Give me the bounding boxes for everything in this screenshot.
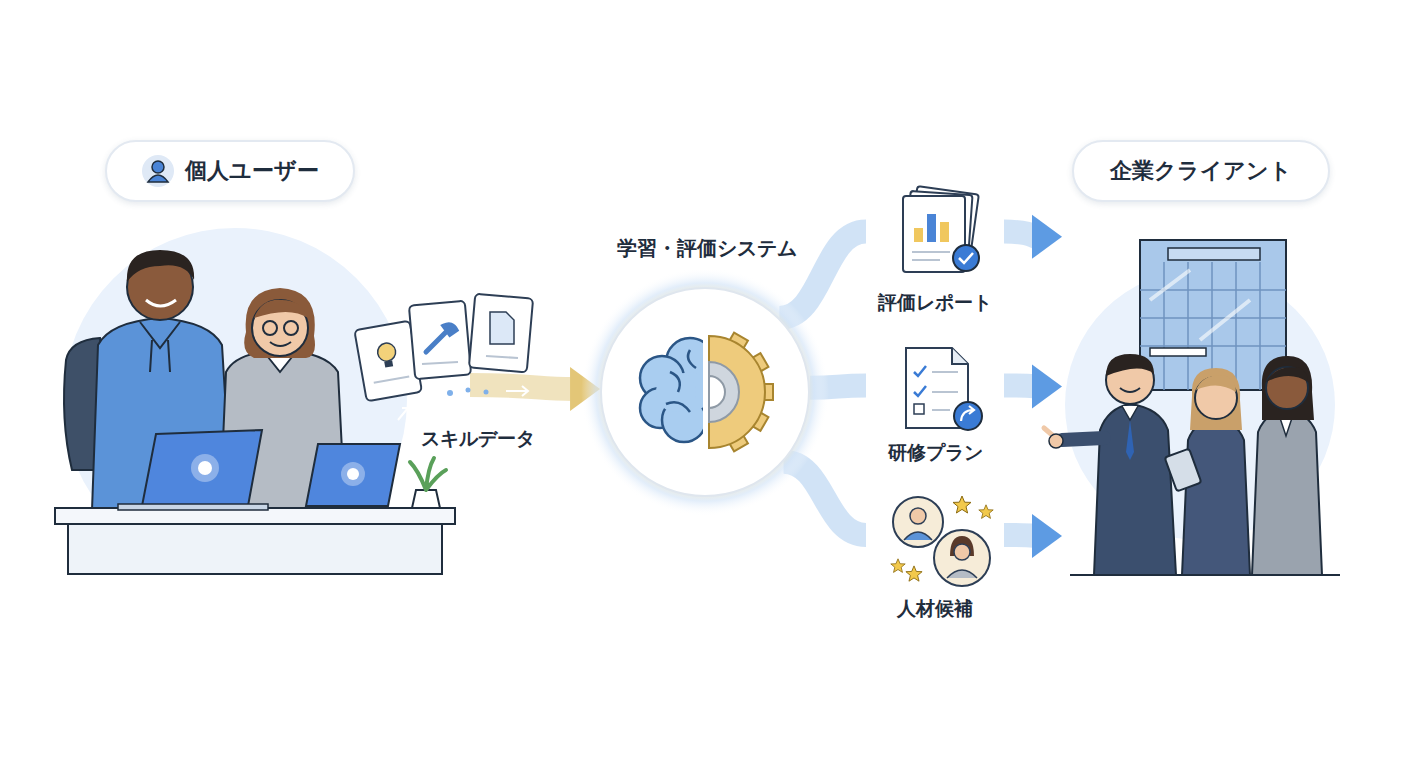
pill-label: 企業クライアント xyxy=(1072,140,1330,202)
edge-label: スキルデータ xyxy=(418,426,538,452)
user-icon-bg xyxy=(142,155,174,187)
group-title: 個人ユーザー xyxy=(185,156,319,186)
user-scene xyxy=(55,228,455,574)
flow-arrow xyxy=(1004,364,1062,408)
system-title: 学習・評価システム xyxy=(542,235,872,262)
flow-band xyxy=(1004,535,1036,536)
output-item: 評価レポート xyxy=(866,190,1004,316)
company-scene xyxy=(1044,240,1340,575)
actor-group: 個人ユーザー xyxy=(50,140,470,580)
flow-band xyxy=(1004,232,1036,237)
arrow-head xyxy=(1032,364,1062,408)
output-label: 評価レポート xyxy=(866,290,1004,316)
output-item: 研修プラン xyxy=(866,344,1004,466)
flow-arrow xyxy=(1004,215,1062,259)
actor-group: 企業クライアント xyxy=(1062,140,1350,580)
user-icon-head xyxy=(152,161,164,173)
user-icon-body xyxy=(148,175,168,182)
report-icon xyxy=(903,186,979,272)
system-circle: 学習・評価システム xyxy=(600,287,810,497)
group-title: 企業クライアント xyxy=(1110,156,1292,186)
plan-icon xyxy=(906,348,982,430)
system-core xyxy=(581,268,829,516)
output-label: 研修プラン xyxy=(866,440,1004,466)
pill-label: 個人ユーザー xyxy=(105,140,355,202)
output-label: 人材候補 xyxy=(866,596,1004,622)
flow-band xyxy=(1004,373,1036,398)
output-item: 人材候補 xyxy=(866,492,1004,622)
user-icon xyxy=(141,154,175,188)
arrow-head xyxy=(1032,215,1062,259)
arrow-head xyxy=(1032,514,1062,558)
candidate-icon xyxy=(891,496,993,586)
flow-arrow xyxy=(470,367,600,411)
flow-arrow xyxy=(1004,514,1062,558)
skill-cards xyxy=(354,294,533,420)
